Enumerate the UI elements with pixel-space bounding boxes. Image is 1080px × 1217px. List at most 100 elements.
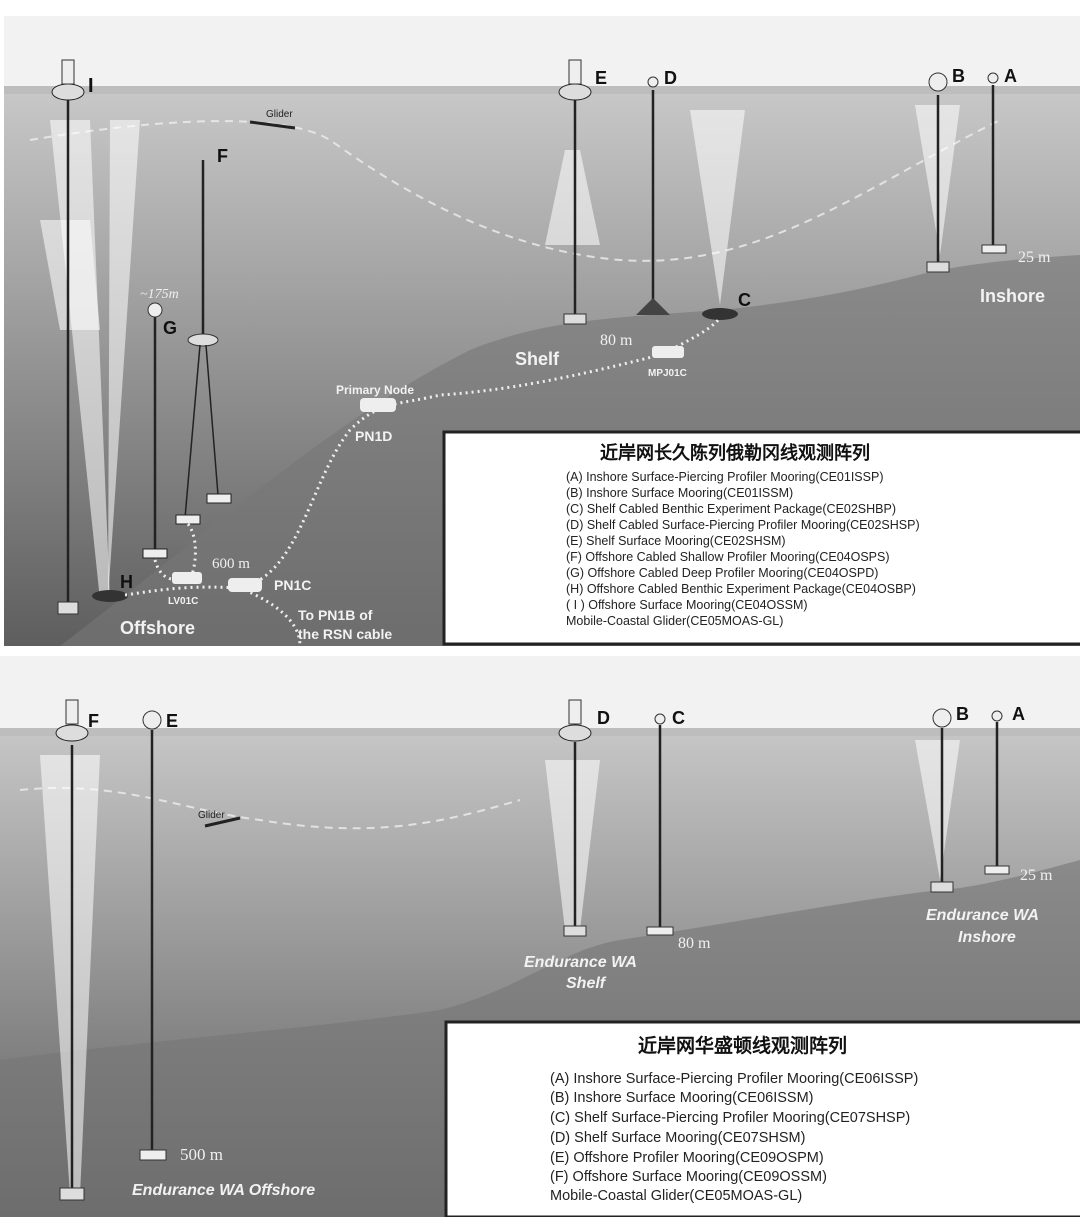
sky: [4, 16, 1080, 88]
adcp-beam: [915, 740, 960, 880]
float-a: [991, 710, 1003, 722]
depth-25m: 25 m: [1020, 867, 1053, 884]
legend-item: Mobile-Coastal Glider(CE05MOAS-GL): [550, 1188, 802, 1204]
legend-item: (C) Shelf Cabled Benthic Experiment Pack…: [566, 502, 896, 516]
legend-item: (E) Offshore Profiler Mooring(CE09OSPM): [550, 1150, 824, 1166]
cable-to-pn1b: [244, 588, 302, 647]
region-inshore: Inshore: [980, 286, 1045, 306]
adcp-beam: [40, 755, 100, 1195]
anchor-e: [139, 1149, 167, 1161]
surface-buoy-e: [558, 83, 592, 101]
legend-title: 近岸网华盛顿线观测阵列: [638, 1034, 847, 1057]
mpj01c-label: MPJ01C: [648, 368, 687, 379]
label-f: F: [217, 146, 228, 166]
region-shelf: Endurance WA: [524, 954, 637, 971]
washington-line-panel: F E Glider D C B A 500 m 80 m 25 m End: [0, 656, 1080, 1217]
region-offshore: Endurance WA Offshore: [132, 1182, 315, 1199]
float-d: [647, 76, 659, 88]
label-d: D: [597, 708, 610, 728]
region-inshore: Endurance WA: [926, 907, 1039, 924]
surface-buoy-e: [142, 710, 162, 730]
label-a: A: [1004, 66, 1017, 86]
surface-buoy-f: [55, 724, 89, 742]
anchor-a: [981, 244, 1007, 254]
legend-item: (F) Offshore Surface Mooring(CE09OSSM): [550, 1169, 827, 1185]
adcp-beam: [40, 220, 100, 330]
glider-icon: [249, 120, 296, 130]
shallow-profiler-platform-f: [187, 333, 219, 347]
label-e: E: [166, 711, 178, 731]
legend-item: (B) Inshore Surface Mooring(CE01ISSM): [566, 486, 793, 500]
depth-80m: 80 m: [600, 332, 633, 349]
label-d: D: [664, 68, 677, 88]
rsn-cable-label: the RSN cable: [298, 626, 392, 642]
label-i: I: [88, 75, 94, 97]
legend-item: (E) Shelf Surface Mooring(CE02SHSM): [566, 534, 786, 548]
legend-item: (A) Inshore Surface-Piercing Profiler Mo…: [550, 1071, 918, 1087]
legend-item: Mobile-Coastal Glider(CE05MOAS-GL): [566, 614, 783, 628]
primary-node-label: Primary Node: [336, 383, 414, 397]
anchor-b: [926, 261, 950, 273]
anchor-i: [57, 601, 79, 615]
sea-surface: [0, 728, 1080, 736]
surface-buoy-d: [558, 724, 592, 742]
legend-item: (F) Offshore Cabled Shallow Profiler Moo…: [566, 550, 890, 564]
legend-item: (B) Inshore Surface Mooring(CE06ISSM): [550, 1090, 814, 1106]
benthic-package-h: [92, 590, 128, 602]
surface-buoy-b: [928, 72, 948, 92]
depth-175m: ~175m: [140, 287, 179, 302]
pn1c-node: [228, 578, 262, 592]
float-g: [147, 302, 163, 318]
surface-buoy-b: [932, 708, 952, 728]
legend-item: (D) Shelf Cabled Surface-Piercing Profil…: [566, 518, 920, 532]
adcp-beam: [108, 120, 140, 600]
float-c: [654, 713, 666, 725]
label-h: H: [120, 572, 133, 592]
surface-buoy-i: [51, 83, 85, 101]
label-b: B: [952, 66, 965, 86]
benthic-package-c: [702, 308, 738, 320]
float-a: [987, 72, 999, 84]
sky: [0, 656, 1080, 730]
region-inshore: Inshore: [958, 929, 1016, 946]
label-c: C: [672, 708, 685, 728]
depth-600m: 600 m: [212, 556, 250, 572]
anchor-g: [142, 548, 168, 559]
glider-label: Glider: [266, 109, 293, 120]
anchor-b: [930, 881, 954, 893]
pn1d-node: [360, 398, 396, 412]
label-a: A: [1012, 704, 1025, 724]
pn1d-label: PN1D: [355, 428, 392, 444]
anchor-a: [984, 865, 1010, 875]
legend-item: (H) Offshore Cabled Benthic Experiment P…: [566, 582, 916, 596]
pn1c-label: PN1C: [274, 577, 311, 593]
label-e: E: [595, 68, 607, 88]
label-c: C: [738, 290, 751, 310]
anchor-c: [646, 926, 674, 936]
adcp-beam: [545, 150, 600, 245]
adcp-beam: [690, 110, 745, 305]
region-offshore: Offshore: [120, 618, 195, 638]
anchor-f: [206, 493, 232, 504]
adcp-beam: [545, 760, 600, 930]
glider-path: [19, 787, 521, 830]
glider-icon: [204, 816, 241, 828]
anchor-e: [563, 313, 587, 325]
label-f: F: [88, 711, 99, 731]
washington-legend-box: 近岸网华盛顿线观测阵列 (A) Inshore Surface-Piercing…: [444, 1020, 1080, 1217]
legend-item: (D) Shelf Surface Mooring(CE07SHSM): [550, 1130, 805, 1146]
legend-item: (A) Inshore Surface-Piercing Profiler Mo…: [566, 470, 883, 484]
region-shelf: Shelf: [566, 975, 607, 992]
label-b: B: [956, 704, 969, 724]
lv01c-node: [172, 572, 202, 584]
label-g: G: [163, 318, 177, 338]
legend-item: (C) Shelf Surface-Piercing Profiler Moor…: [550, 1110, 910, 1126]
legend-item: ( I ) Offshore Surface Mooring(CE04OSSM): [566, 598, 808, 612]
depth-500m: 500 m: [180, 1145, 223, 1164]
to-pn1b-label: To PN1B of: [298, 607, 373, 623]
buoy-tower-i: [61, 59, 75, 85]
anchor-d: [636, 298, 670, 315]
anchor-f: [175, 514, 201, 525]
glider-path: [29, 119, 1001, 262]
